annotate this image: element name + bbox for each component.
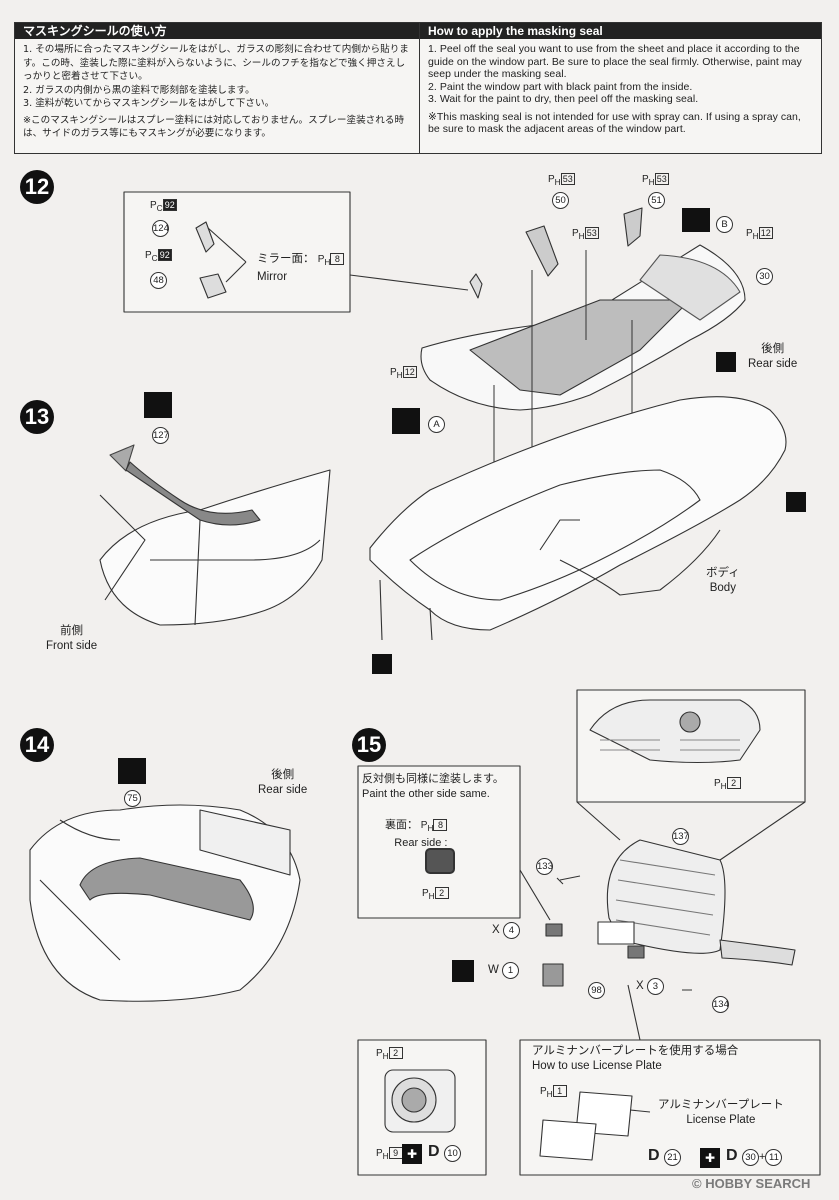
seal-b-label: B [716, 214, 733, 233]
masking-seal-icon-b [682, 208, 710, 232]
en-step-1: 1. Peel off the seal you want to use fro… [428, 43, 802, 80]
en-step-3: 3. Wait for the paint to dry, then peel … [428, 93, 699, 105]
part-30-label: 30 [756, 266, 773, 285]
japanese-instructions: マスキングシールの使い方 1. その場所に合ったマスキングシールをはがし、ガラス… [15, 23, 420, 153]
part-1-w-label: W 1 [488, 962, 520, 979]
front-body [99, 469, 331, 626]
sticker-icon-2: ✚ [700, 1148, 720, 1168]
decal-d30-d11: D 30+11 [726, 1148, 783, 1166]
emblem-part [542, 963, 564, 987]
rear-spoiler-75 [79, 857, 254, 921]
part-50 [525, 225, 559, 277]
part-134-label: 134 [712, 994, 729, 1013]
part-3-x-label: X 3 [636, 978, 664, 995]
english-instructions: How to apply the masking seal 1. Peel of… [420, 23, 821, 153]
part-127-label: 127 [152, 425, 169, 444]
paint-icon-front [372, 654, 392, 674]
paint-other-side-note: 反対側も同様に塗装します。Paint the other side same. [362, 773, 504, 800]
part-4-x-label: X 4 [492, 922, 520, 939]
part-133-label: 133 [536, 856, 553, 875]
step-14-number: 14 [20, 728, 54, 762]
en-step-2: 2. Paint the window part with black pain… [428, 80, 693, 93]
masking-seal-instructions: マスキングシールの使い方 1. その場所に合ったマスキングシールをはがし、ガラス… [14, 22, 822, 154]
part-124-label: 124 [152, 218, 169, 237]
grille-part-137 [606, 839, 726, 954]
mirror-part-48 [199, 273, 227, 299]
part-137-label: 137 [672, 826, 689, 845]
paint-note-box [357, 765, 521, 919]
jp-step-1: 1. その場所に合ったマスキングシールをはがし、ガラスの彫刻に合わせて内側から貼… [23, 44, 409, 82]
seal-a-label: A [428, 414, 445, 433]
jp-step-3: 3. 塗料が乾いてからマスキングシールをはがして下さい。 [23, 98, 275, 109]
sticker-icon: ✚ [402, 1144, 422, 1164]
decal-d21: D 21 [648, 1148, 682, 1166]
en-note: ※This masking seal is not intended for u… [428, 110, 801, 136]
step-12-number: 12 [20, 170, 54, 204]
part-75-label: 75 [124, 788, 141, 807]
jp-title: マスキングシールの使い方 [15, 23, 419, 39]
decal-d10: D 10 [428, 1144, 462, 1162]
jp-note: ※このマスキングシールはスプレー塗料には対応しておりません。スプレー塗装される時… [23, 114, 405, 140]
hobby-search-logo: © HOBBY SEARCH [692, 1176, 811, 1191]
paint-icon-rear [716, 352, 736, 372]
part-50-label: 50 [552, 190, 569, 209]
masking-seal-icon-a [392, 408, 420, 434]
paint-icon-side [786, 492, 806, 512]
paint-icon-75 [118, 758, 146, 784]
rear-side-part-icon [425, 848, 455, 874]
jp-step-2: 2. ガラスの内側から黒の塗料で彫刻部を塗装します。 [23, 84, 255, 96]
step-13-number: 13 [20, 400, 54, 434]
part-51-label: 51 [648, 190, 665, 209]
part-48-label: 48 [150, 270, 167, 289]
window-masked-area [469, 299, 691, 396]
mirror-part-124 [195, 221, 215, 253]
en-title: How to apply the masking seal [420, 23, 821, 39]
part-51 [623, 207, 643, 247]
paint-icon-w1 [452, 960, 474, 982]
paint-icon-127 [144, 392, 172, 418]
step-15-number: 15 [352, 728, 386, 762]
part-127 [109, 444, 135, 472]
car-body [369, 396, 787, 631]
part-98-label: 98 [588, 980, 605, 999]
